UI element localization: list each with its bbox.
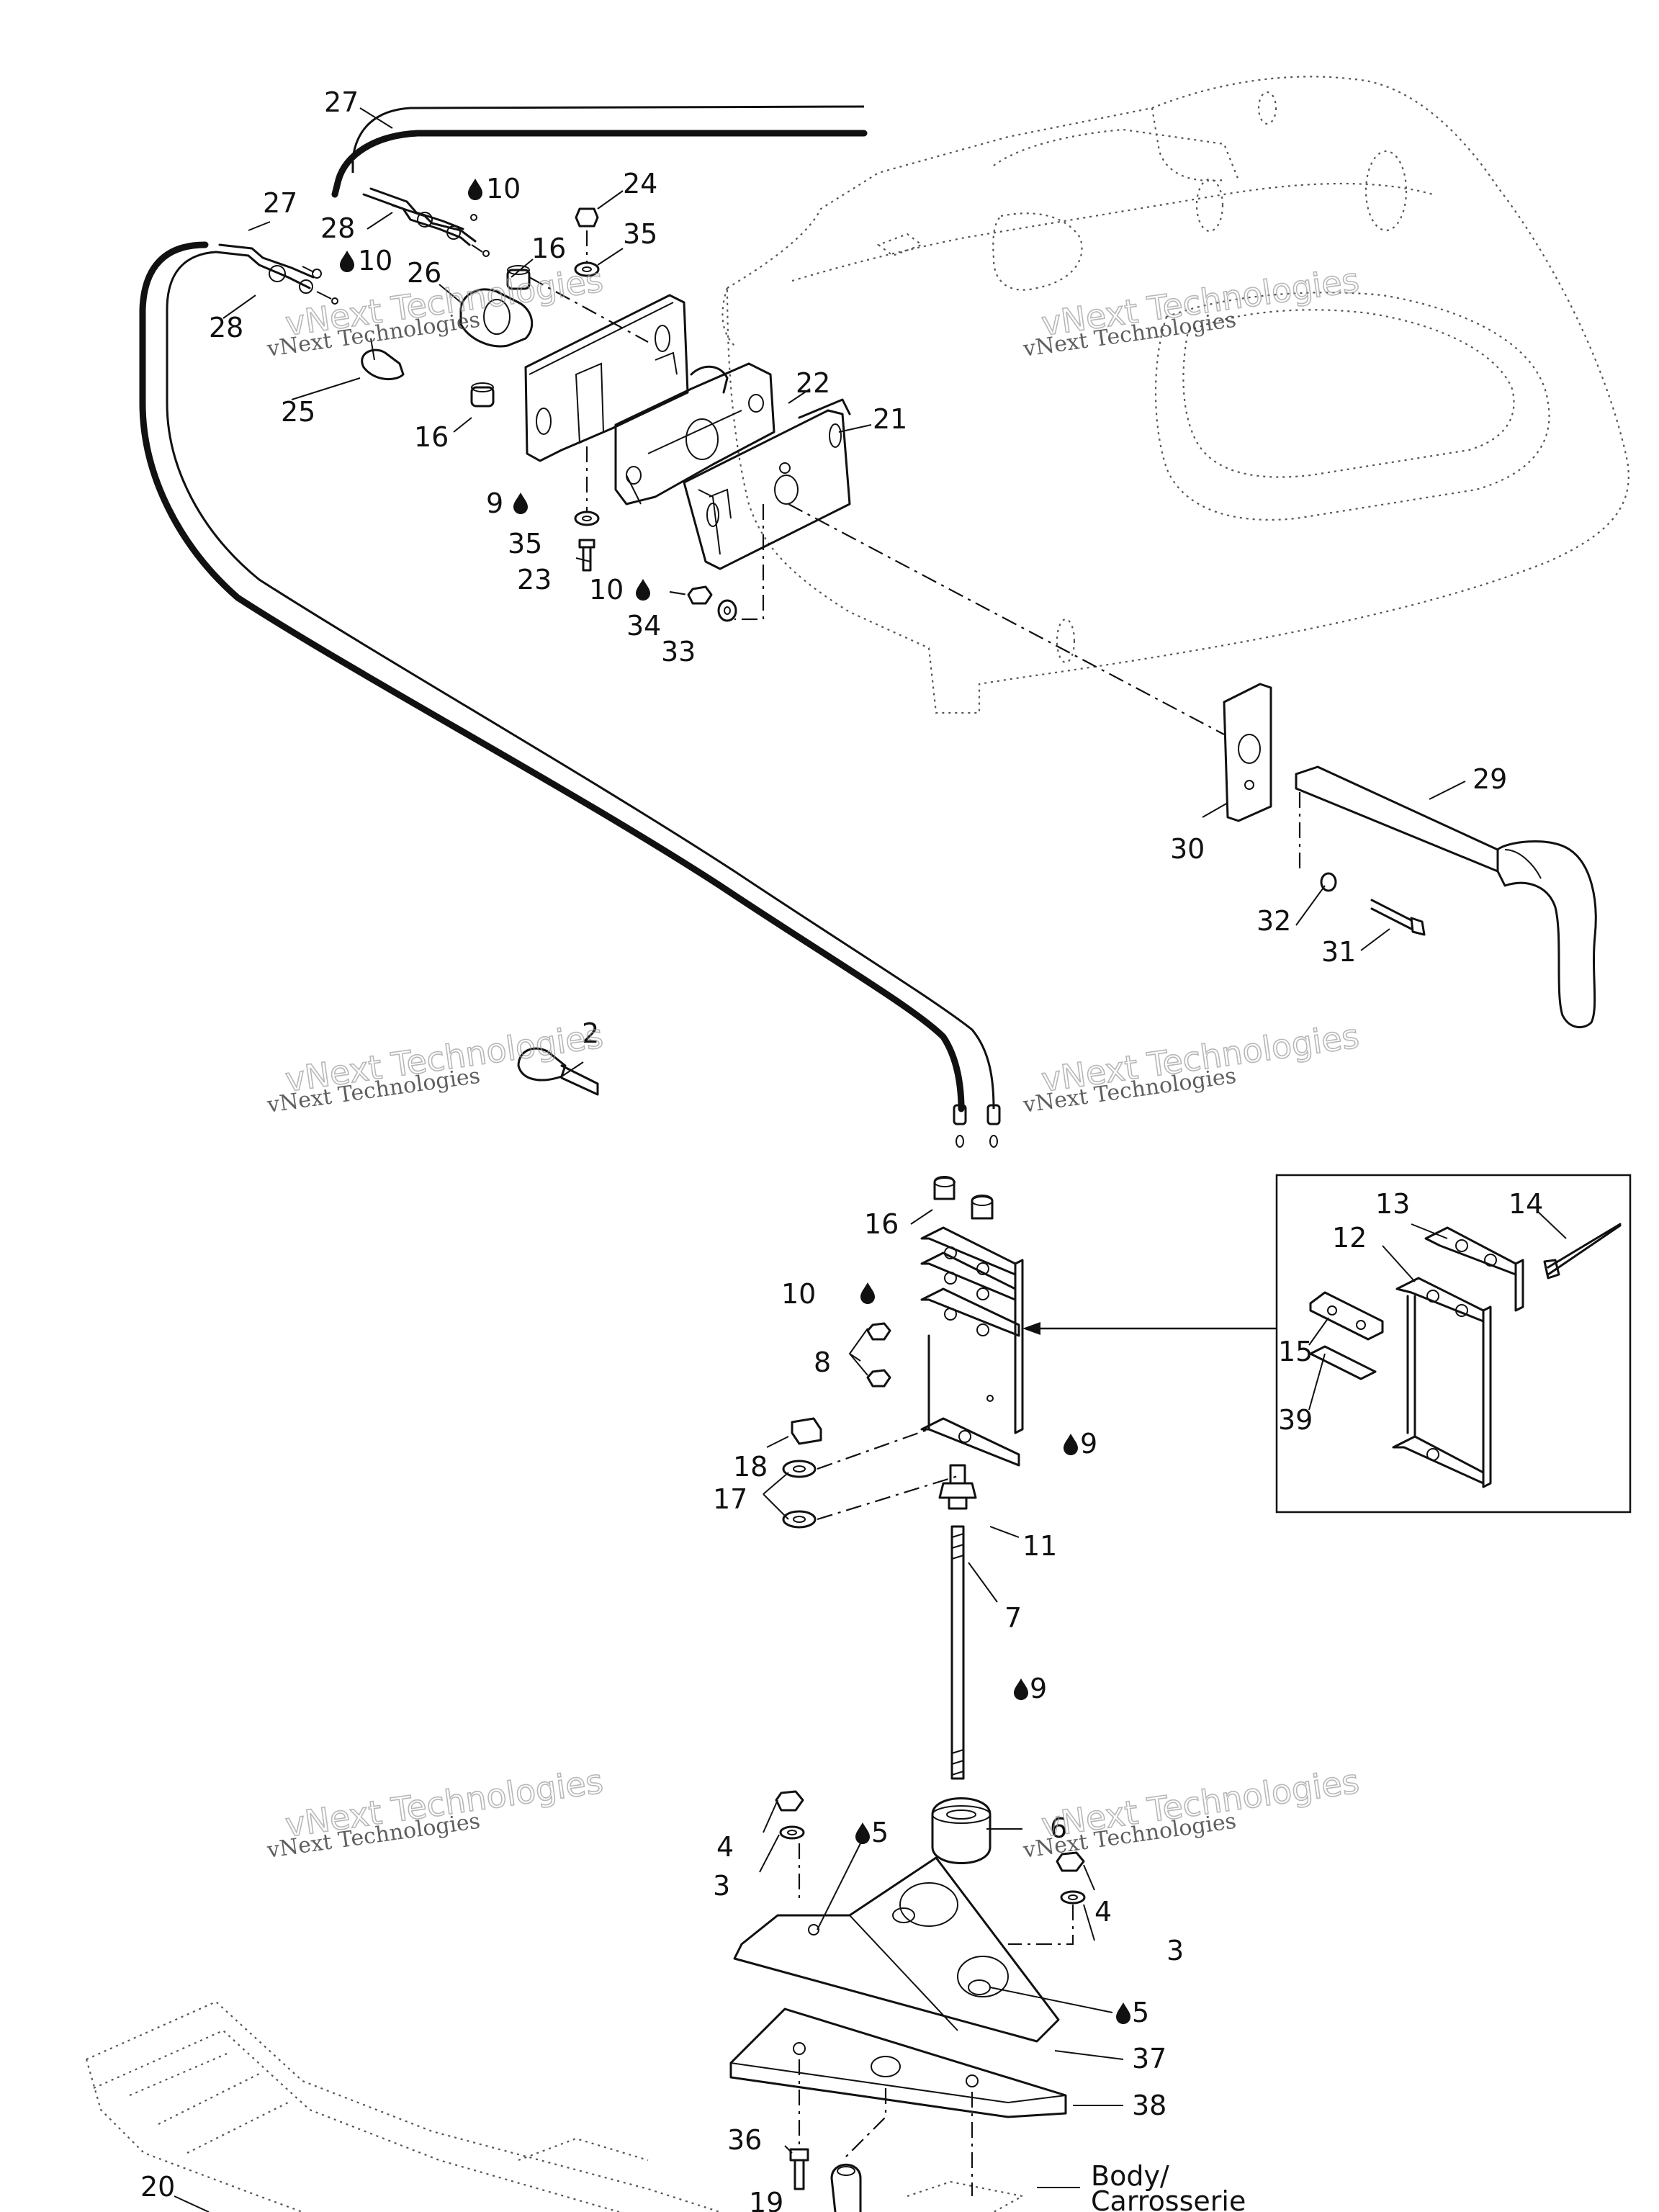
tie-wrap — [517, 1047, 599, 1096]
label-31: 31 — [1321, 936, 1356, 968]
release-handle — [1223, 683, 1597, 1029]
label-27-top: 27 — [324, 86, 359, 118]
label-37: 37 — [1132, 2043, 1166, 2074]
label-16-middle: 16 — [414, 421, 449, 453]
label-7: 7 — [1004, 1602, 1022, 1634]
label-14: 14 — [1509, 1188, 1543, 1220]
label-23: 23 — [517, 564, 552, 595]
label-13: 13 — [1375, 1188, 1410, 1220]
label-30: 30 — [1170, 833, 1205, 865]
label-26: 26 — [407, 257, 441, 289]
label-11: 11 — [1022, 1530, 1057, 1562]
label-10-d: 10 — [781, 1278, 816, 1310]
watermarks: vNext Technologies vNext Technologies vN… — [265, 260, 1362, 1863]
label-27-lower: 27 — [263, 187, 297, 219]
label-25: 25 — [281, 396, 315, 428]
label-38: 38 — [1132, 2090, 1166, 2121]
label-carrosserie: Carrosserie — [1091, 2185, 1246, 2212]
label-35-upper: 35 — [623, 218, 657, 250]
label-28-top: 28 — [320, 212, 355, 244]
cable-27-lower — [139, 241, 995, 1112]
label-4-left: 4 — [716, 1831, 734, 1863]
label-2: 2 — [582, 1017, 599, 1049]
label-36: 36 — [727, 2124, 762, 2156]
label-9-b: 9 — [1080, 1428, 1097, 1460]
label-9-a: 9 — [486, 487, 503, 519]
label-28-lower: 28 — [209, 312, 243, 343]
label-body: Body/ — [1091, 2160, 1169, 2192]
inset-arrow-head — [1022, 1322, 1040, 1335]
label-10-b: 10 — [358, 245, 392, 276]
label-39: 39 — [1278, 1404, 1313, 1436]
bottom-mounting — [729, 1790, 1086, 2212]
label-16-lower: 16 — [864, 1208, 899, 1240]
label-34: 34 — [626, 610, 661, 642]
label-29: 29 — [1473, 763, 1507, 795]
vehicle-body-outline — [721, 76, 1629, 714]
cable-fitting-upper — [362, 187, 490, 257]
label-10-c: 10 — [589, 574, 624, 606]
label-24: 24 — [623, 168, 657, 199]
label-32: 32 — [1256, 905, 1291, 937]
part-labels: 27 27 28 28 10 10 10 10 24 35 35 16 16 1… — [140, 86, 1543, 2212]
detail-inset — [1275, 1174, 1632, 1514]
label-6: 6 — [1050, 1812, 1067, 1844]
label-12: 12 — [1332, 1222, 1367, 1254]
label-15: 15 — [1278, 1336, 1313, 1367]
label-4-right: 4 — [1094, 1896, 1112, 1928]
label-9-c: 9 — [1030, 1673, 1047, 1704]
label-3-right: 3 — [1166, 1935, 1184, 1966]
bracket-assembly — [782, 1176, 1024, 1864]
leader-lines — [174, 107, 1567, 2212]
label-20: 20 — [140, 2171, 175, 2203]
label-19: 19 — [749, 2187, 783, 2212]
label-8: 8 — [814, 1346, 831, 1378]
label-35-lower: 35 — [508, 528, 542, 559]
drop-icon — [340, 179, 1130, 2024]
latch-assembly — [361, 207, 1225, 735]
label-5-left: 5 — [871, 1817, 889, 1848]
label-16-upper: 16 — [531, 233, 566, 264]
label-22: 22 — [796, 367, 830, 399]
label-18: 18 — [733, 1451, 768, 1483]
cable-fitting-lower — [215, 243, 338, 305]
rear-step-outline — [85, 2000, 1025, 2212]
label-21: 21 — [873, 403, 907, 435]
cable-27-upper — [331, 105, 868, 198]
cable-ends — [953, 1104, 1001, 1148]
label-5-right: 5 — [1132, 1997, 1149, 2028]
label-17: 17 — [713, 1483, 747, 1515]
label-10-a: 10 — [486, 173, 521, 204]
label-3-left: 3 — [713, 1870, 730, 1902]
label-33: 33 — [661, 636, 696, 667]
